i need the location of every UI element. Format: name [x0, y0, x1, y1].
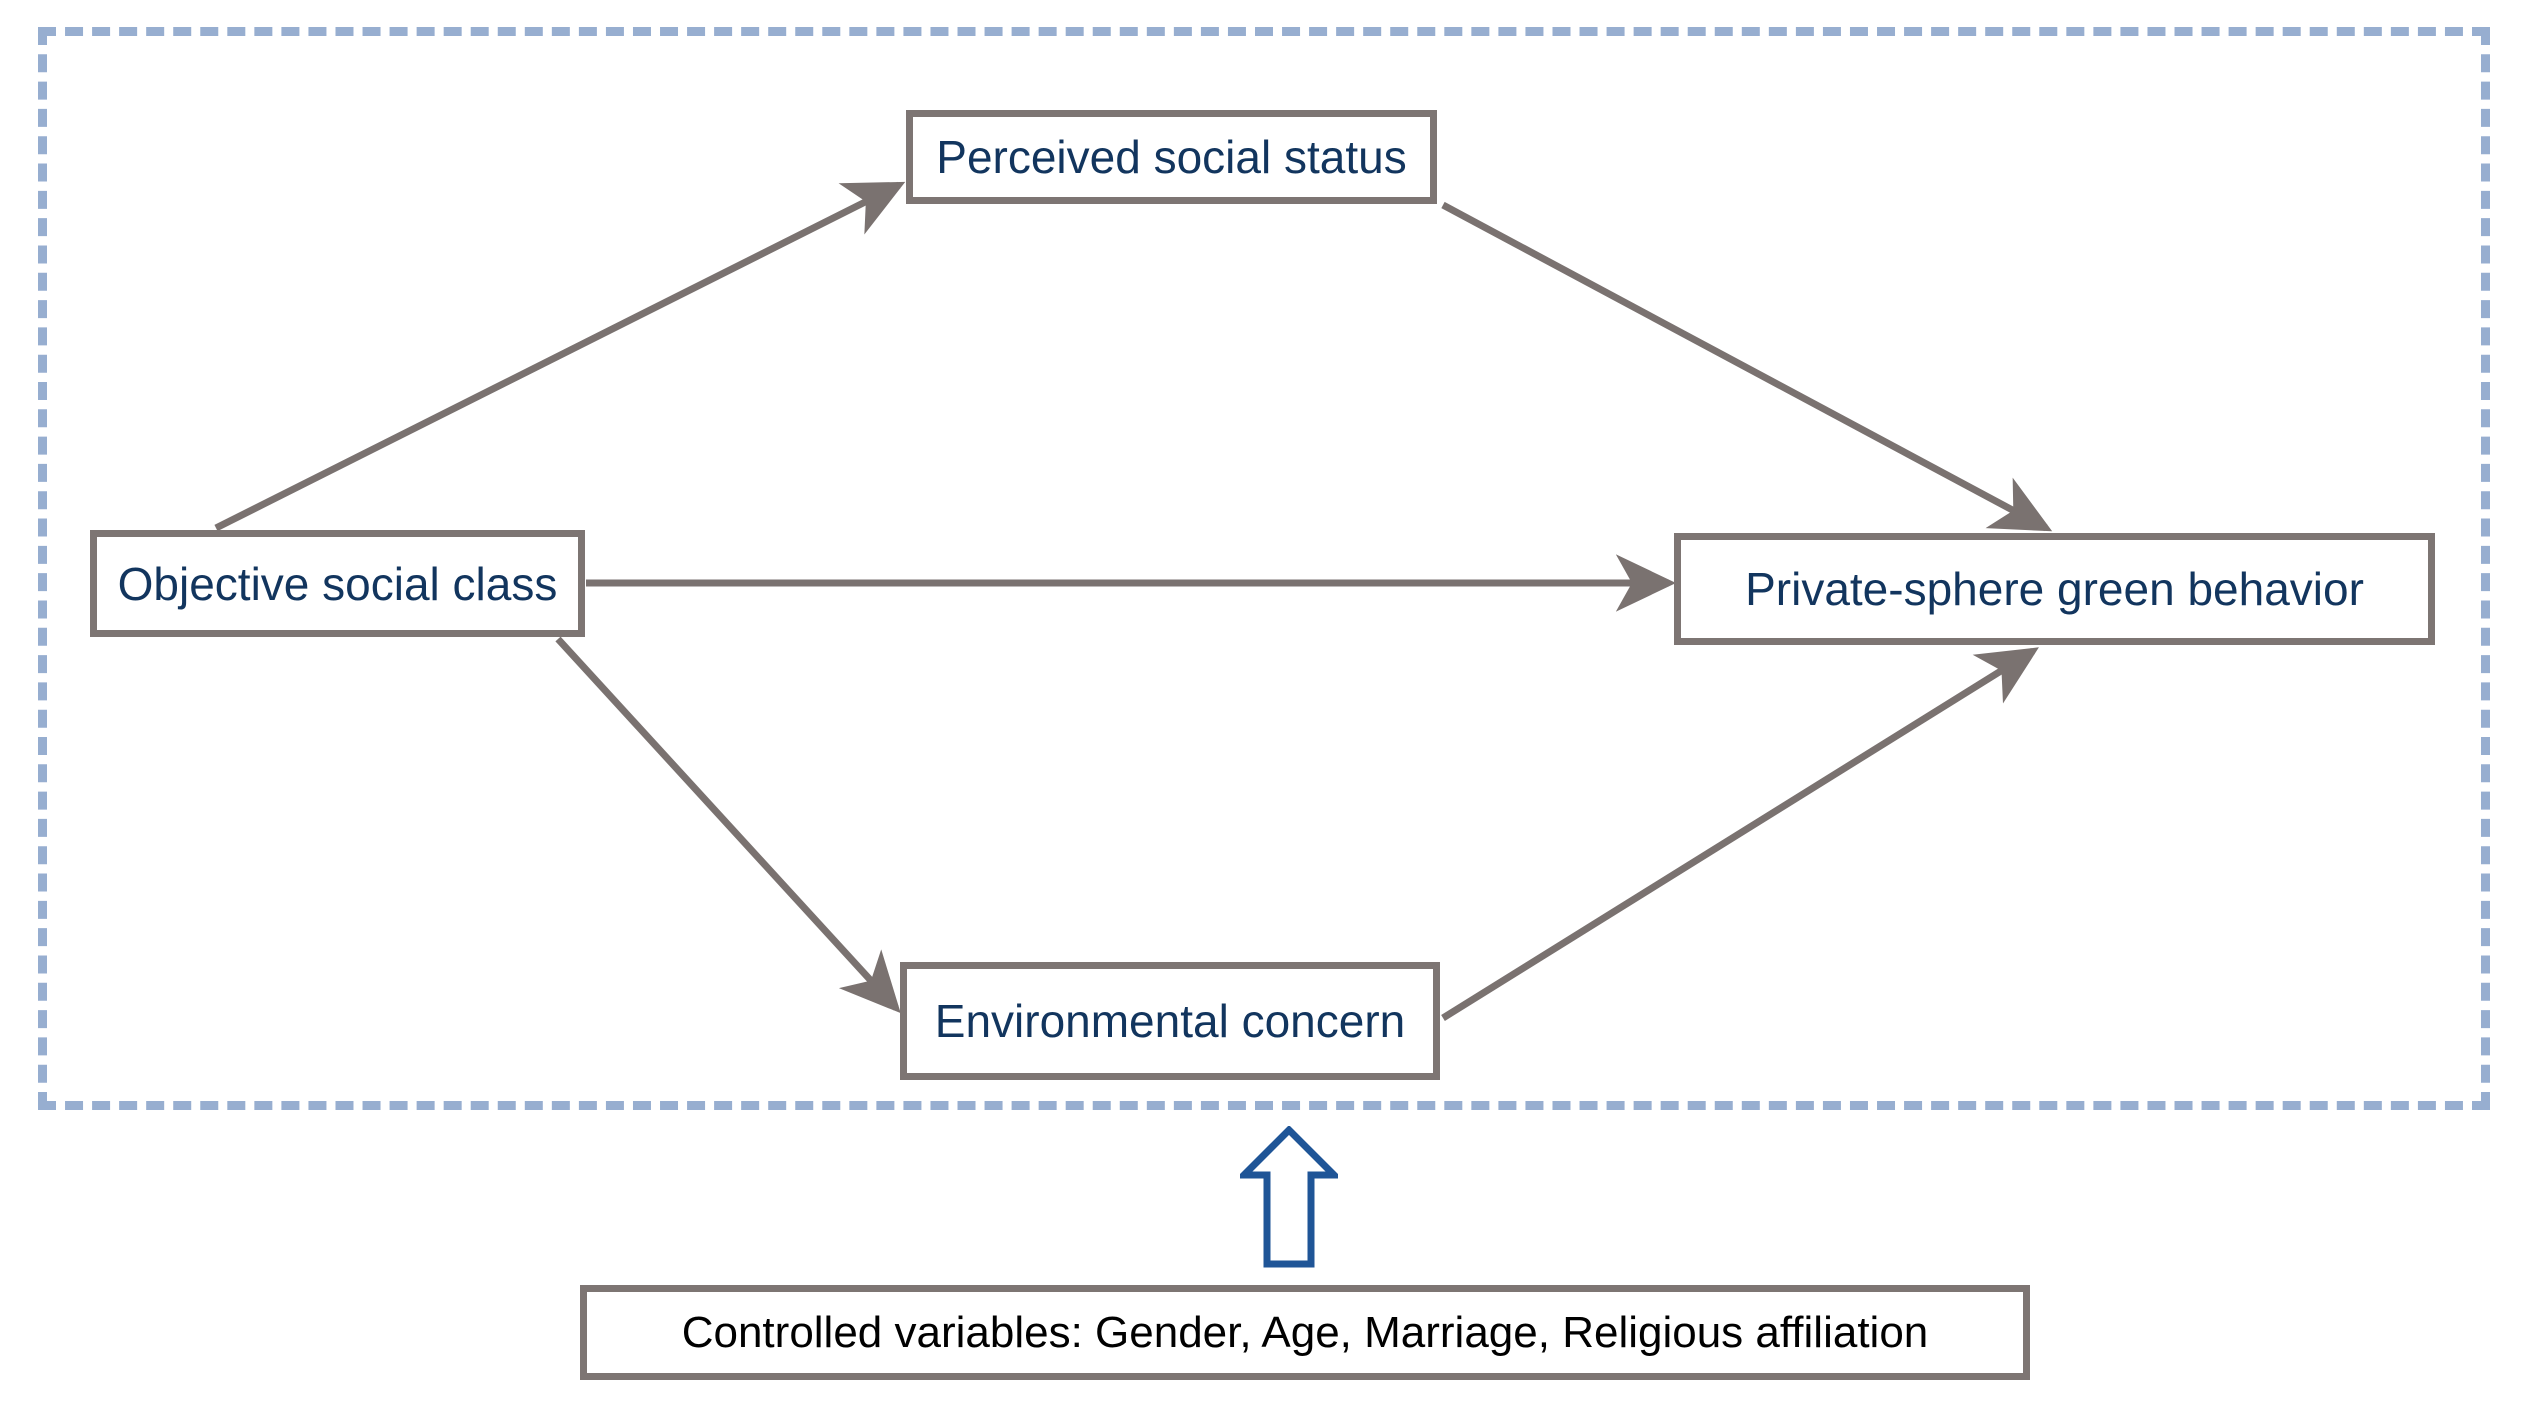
dashed-model-boundary: [38, 27, 2490, 1110]
node-label: Environmental concern: [934, 995, 1406, 1047]
node-label: Private-sphere green behavior: [1745, 563, 2364, 615]
node-private-sphere-green-behavior[interactable]: Private-sphere green behavior: [1674, 533, 2435, 645]
controlled-variables-note[interactable]: Controlled variables: Gender, Age, Marri…: [580, 1285, 2030, 1380]
node-perceived-social-status[interactable]: Perceived social status: [906, 110, 1437, 204]
node-environmental-concern[interactable]: Environmental concern: [900, 962, 1440, 1080]
controlled-variables-label: Controlled variables: Gender, Age, Marri…: [681, 1307, 1929, 1357]
node-objective-social-class[interactable]: Objective social class: [90, 530, 585, 637]
node-label: Perceived social status: [936, 131, 1407, 183]
node-label: Objective social class: [117, 557, 558, 610]
up-block-arrow-icon: [1240, 1126, 1338, 1268]
